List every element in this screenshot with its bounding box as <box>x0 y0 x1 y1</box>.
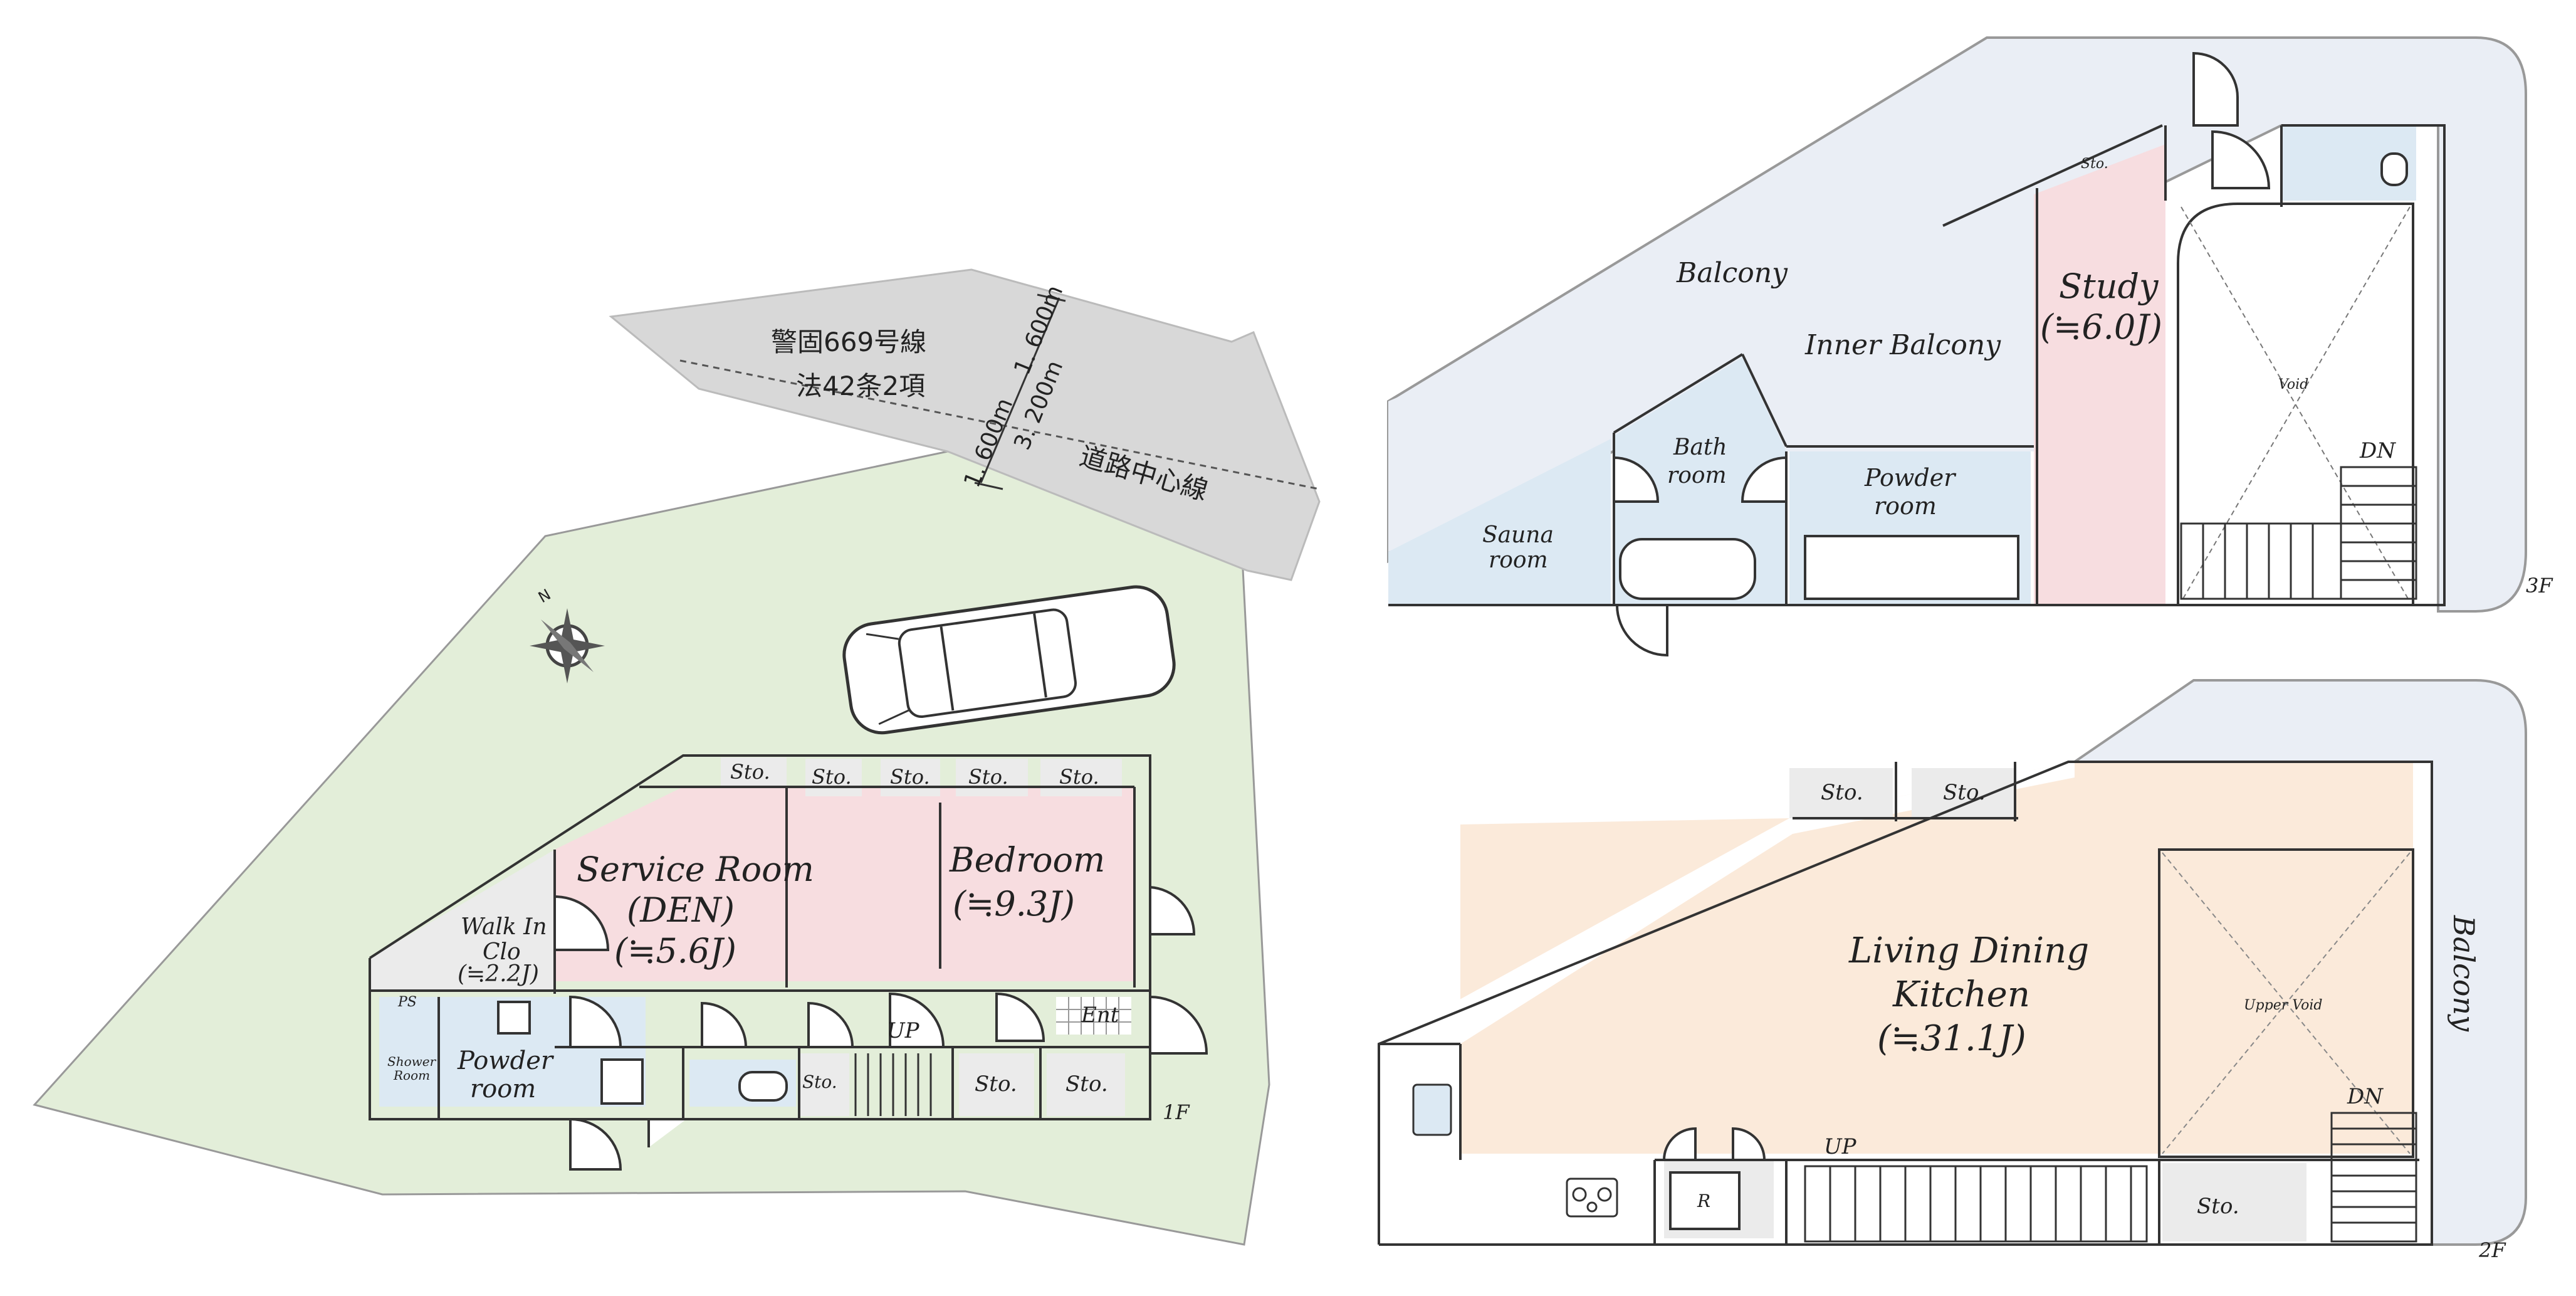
powder-room-label-3f-2: room <box>1874 492 1937 520</box>
floor-1-plan: Service Room (DEN) (≒5.6J) Bedroom (≒9.3… <box>369 754 1208 1171</box>
sauna-room-label: Sauna <box>1482 522 1554 548</box>
shower-room-label: Shower <box>387 1054 437 1069</box>
walk-in-label: Walk In <box>461 914 547 940</box>
floor-2-plan: Living Dining Kitchen (≒31.1J) Upper Voi… <box>1378 679 2527 1262</box>
storage-label-2f: Sto. <box>1943 780 1986 805</box>
service-room-sub-label: (DEN) <box>627 890 735 930</box>
road-dimension-line <box>974 482 1003 490</box>
site-plan: 警固669号線 法42条2項 道路中心線 3. 200m 1. 600m 1. … <box>33 268 1321 1246</box>
bedroom-label: Bedroom <box>949 840 1105 880</box>
bath-room-label: Bath <box>1673 435 1727 460</box>
storage-label-2f: Sto. <box>1821 780 1863 805</box>
floor-2-label: 2F <box>2478 1238 2506 1262</box>
service-room-label: Service Room <box>577 850 814 889</box>
study-label: Study <box>2059 266 2159 306</box>
road-centerline <box>679 359 1320 490</box>
storage-label: Sto. <box>975 1072 1017 1097</box>
bedroom-size: (≒9.3J) <box>953 884 1075 924</box>
balcony-2f <box>2070 679 2527 1246</box>
entrance-label: Ent <box>1081 1003 1119 1028</box>
toilet-icon <box>2380 152 2408 186</box>
inner-balcony-label: Inner Balcony <box>1804 329 2001 361</box>
storage-label: Sto. <box>890 765 930 789</box>
vanity-icon <box>1804 535 2019 600</box>
walk-in-label-2: Clo <box>483 939 521 965</box>
floor-1-label: 1F <box>1163 1100 1190 1124</box>
toilet-icon <box>738 1071 788 1102</box>
stairs-3f <box>2180 466 2417 600</box>
kitchen-sink-icon <box>1412 1083 1452 1136</box>
sink-icon <box>600 1058 644 1105</box>
storage-label-2f: Sto. <box>2197 1194 2239 1219</box>
storage-label-3f: Sto. <box>2081 156 2108 172</box>
study-room <box>2034 144 2165 605</box>
upper-void <box>2158 848 2414 1158</box>
compass-icon: N <box>530 586 605 683</box>
bathtub-icon <box>1619 538 1756 600</box>
floor-3-label: 3F <box>2526 574 2553 598</box>
ps-label: PS <box>397 994 417 1010</box>
balcony-label-2f: Balcony <box>2447 915 2481 1032</box>
upper-void-label: Upper Void <box>2244 998 2322 1013</box>
road-area <box>609 268 1321 581</box>
storage-label: Sto. <box>812 765 852 789</box>
stairs-2f <box>1804 1112 2417 1243</box>
storage-label: Sto. <box>1059 765 1099 789</box>
dn-label-2f: DN <box>2347 1084 2384 1109</box>
stove-icon <box>1566 1177 1618 1218</box>
car-icon <box>842 585 1176 735</box>
fridge-icon <box>1669 1171 1741 1230</box>
road-dimension-line <box>980 297 1060 483</box>
shower-icon <box>497 1001 531 1035</box>
bath-room-label-2: room <box>1667 463 1727 488</box>
walk-in-size: (≒2.2J) <box>458 961 539 987</box>
ldk-label: Living Dining <box>1848 930 2089 971</box>
storage-label: Sto. <box>802 1072 837 1092</box>
dn-label-3f: DN <box>2359 438 2396 463</box>
shower-room-label-2: Room <box>393 1068 430 1083</box>
balcony-label-3f: Balcony <box>1676 257 1788 289</box>
storage-label: Sto. <box>1065 1072 1108 1097</box>
floor-3-plan: Balcony Inner Balcony Study (≒6.0J) Bath… <box>1387 36 2553 657</box>
ldk-size: (≒31.1J) <box>1877 1018 2026 1059</box>
road-route-label: 警固669号線 <box>771 327 926 357</box>
powder-room-label: Powder <box>457 1046 555 1075</box>
up-label-2f: UP <box>1824 1134 1857 1159</box>
void-label: Void <box>2278 377 2308 392</box>
storage-label: Sto. <box>968 765 1008 789</box>
study-size: (≒6.0J) <box>2040 307 2162 347</box>
powder-room-label-3f: Powder <box>1864 464 1957 492</box>
entrance-tiles <box>1056 997 1131 1035</box>
ldk-area <box>1460 762 2413 1154</box>
road-article-label: 法42条2項 <box>796 371 925 401</box>
storage-label: Sto. <box>730 760 770 784</box>
sauna-room <box>1388 439 1611 605</box>
service-room-size: (≒5.6J) <box>614 931 736 971</box>
fridge-label: R <box>1697 1191 1710 1211</box>
ldk-label-2: Kitchen <box>1892 974 2030 1015</box>
powder-room-label-2: room <box>470 1075 536 1104</box>
up-label: UP <box>887 1018 920 1043</box>
sauna-room-label-2: room <box>1489 547 1548 573</box>
road-dimension-line <box>1037 293 1066 302</box>
